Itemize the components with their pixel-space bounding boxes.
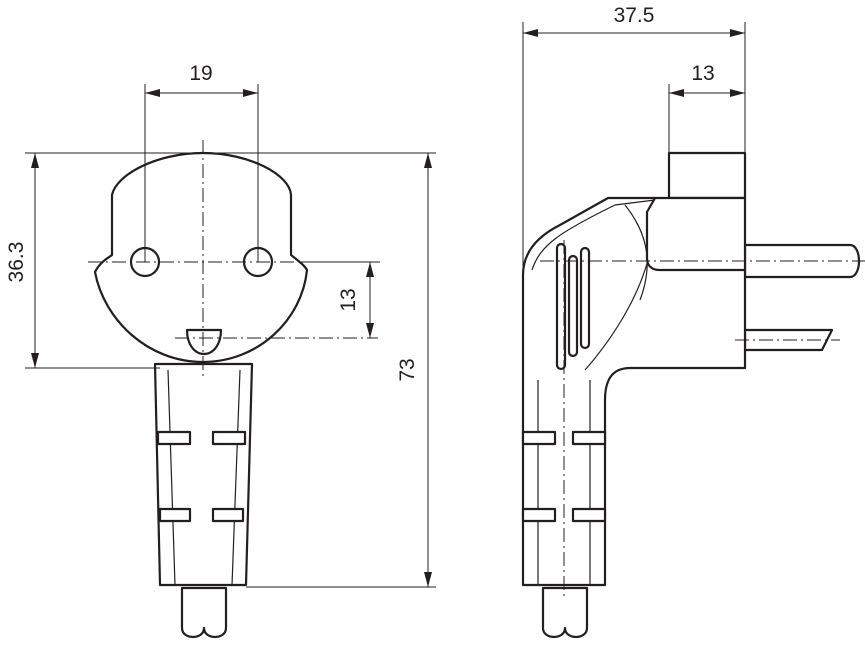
dim-label-overall-length: 73 [396, 358, 419, 381]
front-view: 19 36.3 13 73 [5, 62, 436, 639]
side-inner-contour [531, 199, 656, 271]
dim-label-side-depth: 37.5 [614, 4, 655, 27]
dim-label-ground-offset: 13 [337, 288, 360, 311]
side-collar [667, 151, 747, 200]
front-ground-notch [185, 328, 223, 356]
dim-label-front-height: 36.3 [5, 242, 28, 283]
dim-label-pin-spacing: 19 [189, 62, 212, 85]
side-cable [541, 586, 589, 639]
side-view: 37.5 13 [521, 4, 865, 639]
side-vents [555, 242, 591, 371]
front-cable-grip [153, 362, 254, 587]
dim-label-pin-collar: 13 [691, 62, 714, 85]
side-body [521, 196, 747, 587]
side-grip-slots [521, 430, 607, 523]
front-grip-slots [156, 430, 247, 523]
front-cable [180, 586, 228, 639]
front-grip-rib-right [231, 369, 241, 586]
front-grip-rib-left [167, 369, 176, 586]
side-pin-main [743, 243, 861, 279]
side-inner-curve [584, 259, 649, 371]
